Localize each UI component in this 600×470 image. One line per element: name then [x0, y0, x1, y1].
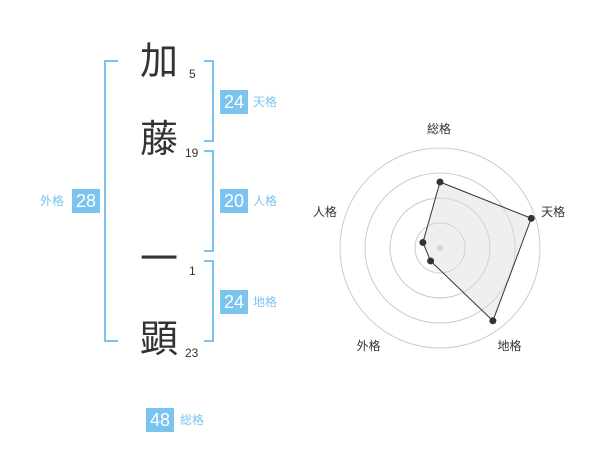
chikaku-bracket	[204, 260, 214, 342]
tenkaku-badge: 24	[220, 90, 248, 114]
chikaku-badge: 24	[220, 290, 248, 314]
gaikaku-label: 外格	[40, 194, 65, 208]
name-char-4: 顕	[140, 317, 179, 361]
jinkaku-bracket	[204, 150, 214, 252]
stroke-count-4: 23	[185, 346, 199, 360]
tenkaku-label: 天格	[253, 95, 278, 109]
radar-point-4	[427, 257, 435, 265]
radar-ring	[364, 172, 516, 324]
radar-axis-label-3: 地格	[497, 339, 522, 354]
name-char-1: 加	[140, 39, 179, 83]
radar-point-1	[436, 178, 444, 186]
name-char-2: 藤	[140, 117, 179, 161]
soukaku-label: 総格	[180, 413, 205, 427]
radar-point-3	[489, 317, 497, 325]
jinkaku-badge: 20	[220, 189, 248, 213]
tenkaku-bracket	[204, 60, 214, 142]
gaikaku-badge: 28	[72, 189, 100, 213]
stroke-count-1: 5	[189, 67, 196, 81]
stroke-count-2: 19	[185, 146, 199, 160]
radar-axis-label-1: 総格	[427, 122, 452, 136]
gaikaku-bracket	[104, 60, 118, 342]
radar-ring	[339, 147, 541, 349]
jinkaku-label: 人格	[253, 194, 278, 208]
radar-axis-label-2: 天格	[541, 204, 566, 219]
soukaku-badge: 48	[146, 408, 174, 432]
radar-axis-label-5: 人格	[312, 204, 337, 219]
chikaku-label: 地格	[253, 295, 278, 309]
name-char-3: 一	[140, 237, 179, 281]
radar-center-dot	[437, 245, 443, 251]
radar-point-5	[419, 238, 427, 246]
radar-point-2	[527, 214, 535, 222]
stroke-count-3: 1	[189, 264, 196, 278]
radar-polygon	[422, 181, 532, 322]
radar-axis-label-4: 外格	[356, 339, 381, 354]
radar-ring	[389, 197, 491, 299]
radar-ring	[414, 222, 466, 274]
